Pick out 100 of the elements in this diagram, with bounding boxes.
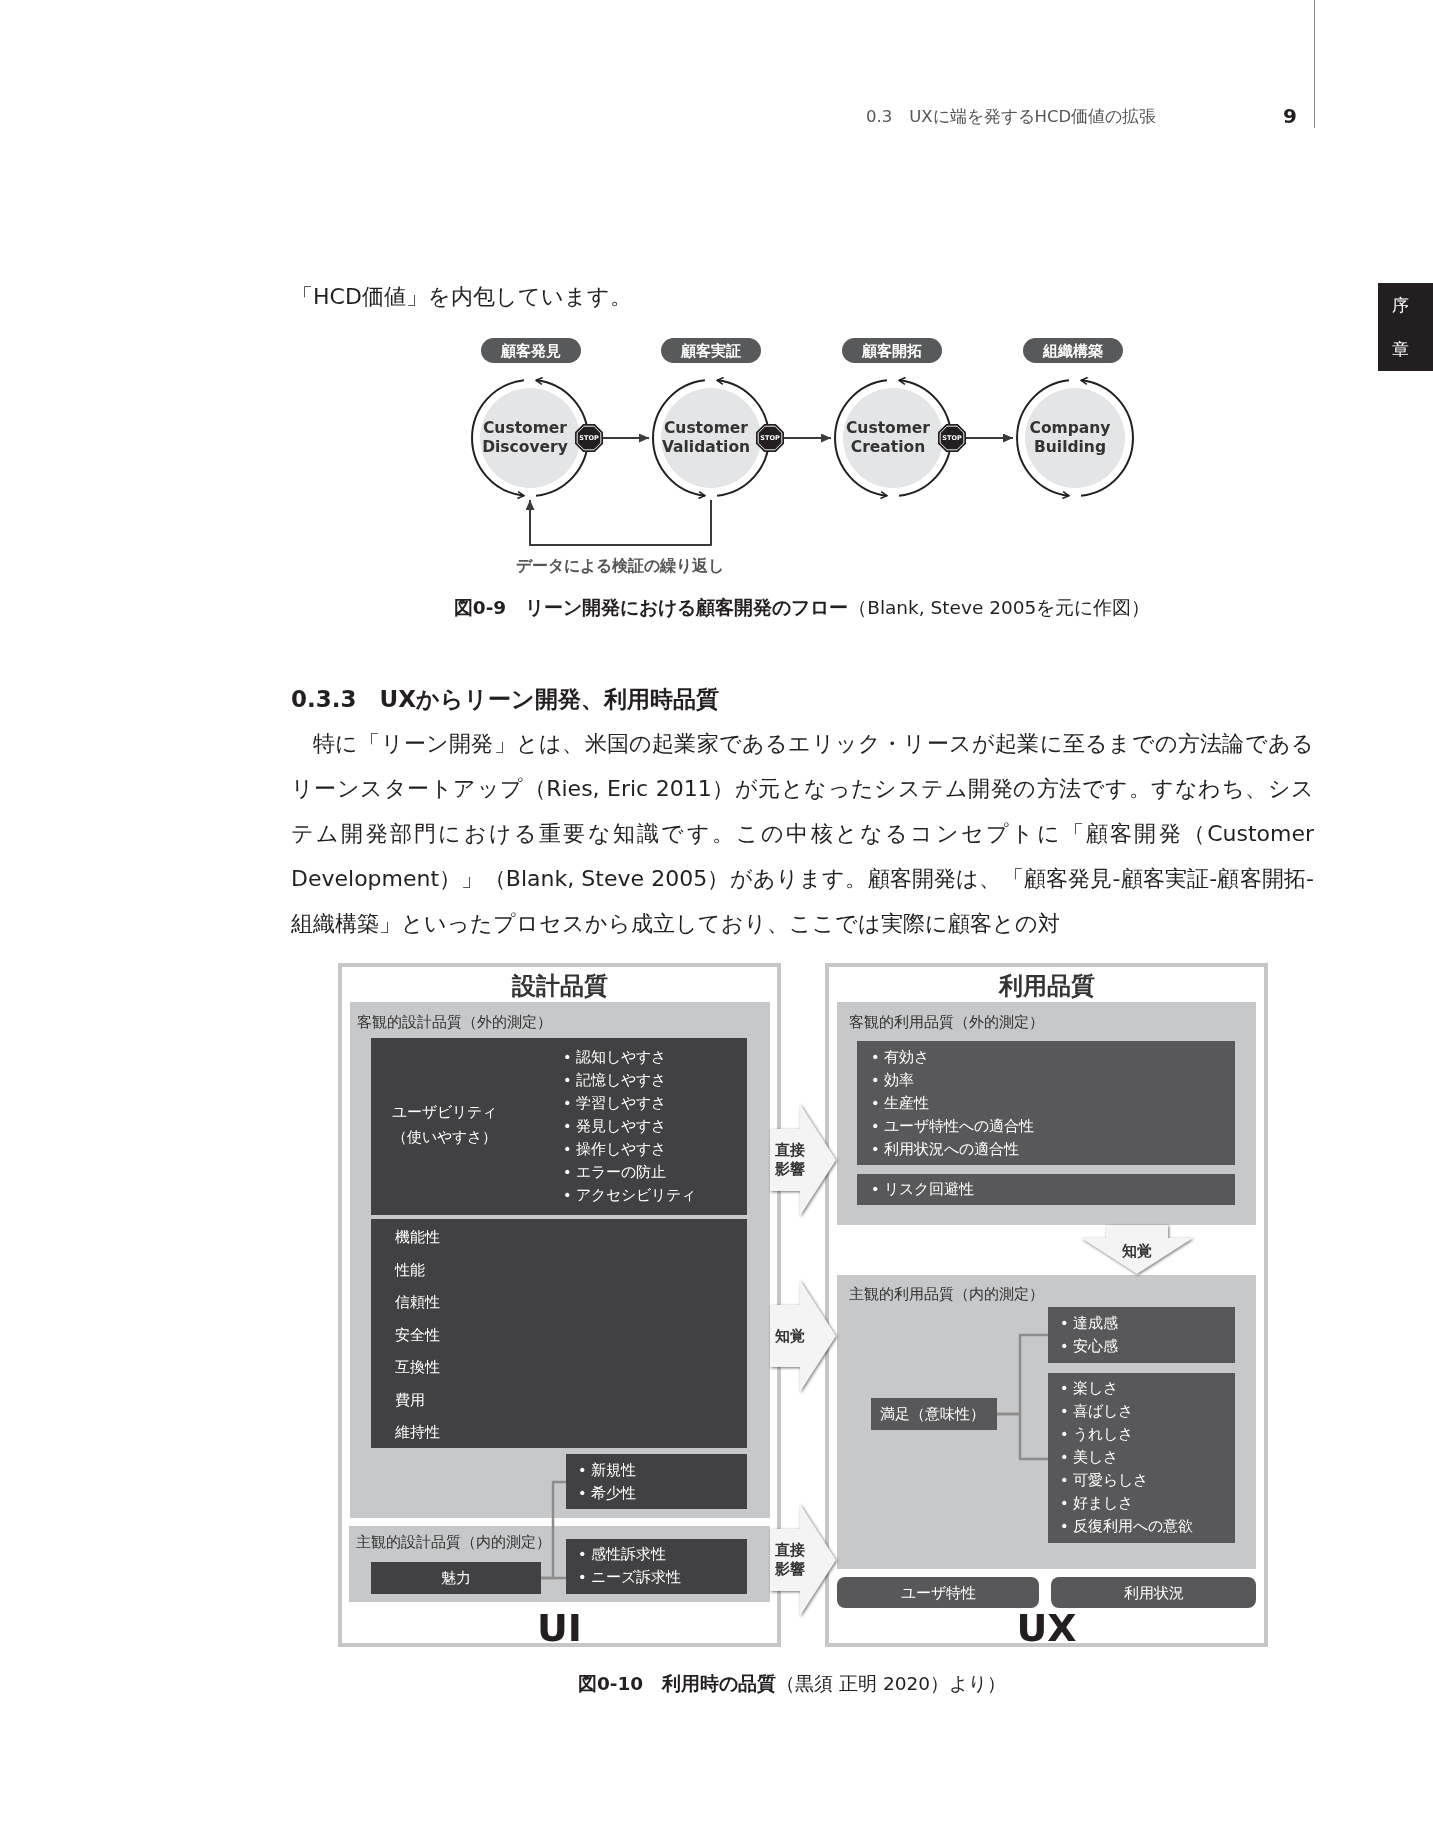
- stage-pill: [842, 338, 942, 363]
- arrow: [965, 433, 1014, 443]
- attribute-label: 利用状況: [1123, 1583, 1184, 1603]
- attribute-box: [566, 1539, 747, 1594]
- block-arrow: [770, 1104, 836, 1216]
- quality-frame: [825, 963, 1268, 1647]
- attribute-box: [371, 1219, 747, 1448]
- stage-label: 顧客発見: [501, 340, 561, 361]
- stage-label: 顧客実証: [681, 340, 741, 361]
- page-number: 9: [1283, 103, 1297, 129]
- arrow: [602, 433, 650, 443]
- attribute-title: ユーザビリティ（使いやすさ）: [392, 1103, 498, 1147]
- stop-sign: [756, 424, 784, 452]
- stage-pill: [1023, 338, 1123, 363]
- section-heading: 0.3.3 UXからリーン開発、利用時品質: [291, 685, 719, 713]
- list-item: • 生産性: [871, 1094, 931, 1113]
- attribute-box: [857, 1041, 1235, 1165]
- list-item: • 反復利用への意欲: [1060, 1517, 1194, 1536]
- edge-label: 知覚: [774, 1326, 806, 1346]
- stage-pill: [661, 338, 761, 363]
- list-item: 機能性: [395, 1228, 440, 1247]
- list-item: • 楽しさ: [1060, 1379, 1120, 1398]
- panel-heading: 主観的設計品質（内的測定）: [356, 1533, 551, 1552]
- list-item: • アクセシビリティ: [563, 1186, 697, 1205]
- frame-heading: 設計品質: [511, 971, 608, 1001]
- list-item: • 達成感: [1060, 1314, 1119, 1333]
- list-item: • 美しさ: [1060, 1448, 1120, 1467]
- attribute-box: [857, 1174, 1235, 1205]
- list-item: • エラーの防止: [563, 1163, 668, 1182]
- attribute-box: [566, 1454, 747, 1509]
- edge-label: 知覚: [1121, 1241, 1153, 1261]
- body-text: 特に「リーン開発」とは、米国の起業家であるエリック・リースが起業に至るまでの方法論であるリーンスタートアップ（Ries, Eric 2011）が元となったシステム開発の方法です。すなわち、システム開発部門における重要な知識です。この中核となるコンセプトに「顧客開発（Customer Development）」（Blank, Steve 2005）があります。顧客開発は、「顧客発見-顧客実証-顧客開拓-組織構築」といったプロセスから成立しており、ここでは実際に顧客との対: [291, 730, 1314, 938]
- block-arrow: [770, 1280, 836, 1392]
- running-header: 0.3 UXに端を発するHCD価値の拡張: [866, 106, 1157, 128]
- list-item: • 効率: [871, 1071, 916, 1090]
- chapter-tab: [1378, 283, 1433, 371]
- attribute-box: [1048, 1307, 1235, 1363]
- arrow: [525, 499, 712, 546]
- list-item: • ニーズ訴求性: [578, 1568, 682, 1587]
- list-item: • 認知しやすさ: [563, 1048, 668, 1067]
- stop-sign: [575, 424, 603, 452]
- list-item: 互換性: [395, 1358, 440, 1377]
- panel-heading: 客観的利用品質（外的測定）: [849, 1013, 1044, 1032]
- list-item: 性能: [395, 1260, 426, 1280]
- list-item: 信頼性: [395, 1293, 440, 1312]
- attribute-label: 魅力: [441, 1569, 471, 1588]
- stage-name: Customer Creation: [846, 419, 930, 457]
- panel-heading: 客観的設計品質（外的測定）: [357, 1013, 552, 1032]
- figure-caption: 図0-10 利用時の品質（黒須 正明 2020）より）: [577, 1672, 1007, 1696]
- list-item: • 好ましさ: [1060, 1494, 1135, 1513]
- attribute-box: [871, 1398, 997, 1430]
- tab-label: 序章: [1391, 294, 1409, 361]
- category-panel: [837, 1002, 1256, 1225]
- list-item: • リスク回避性: [871, 1180, 975, 1199]
- attribute-box: [1048, 1373, 1235, 1543]
- stage-label: 組織構築: [1043, 340, 1103, 361]
- connector-line: [541, 1576, 566, 1580]
- edge-label: 直接影響: [774, 1541, 806, 1579]
- list-item: • 新規性: [578, 1461, 637, 1480]
- list-item: • 学習しやすさ: [563, 1094, 668, 1113]
- stop-sign: [938, 424, 966, 452]
- stage-pill: [481, 338, 581, 363]
- stage-name: Customer Validation: [661, 419, 751, 457]
- list-item: 維持性: [395, 1423, 440, 1442]
- stage-label: 顧客開拓: [862, 340, 922, 361]
- block-arrow: [770, 1504, 836, 1616]
- attribute-box: [837, 1577, 1039, 1608]
- edge-label: 直接影響: [774, 1141, 806, 1179]
- list-item: • 喜ばしさ: [1060, 1402, 1135, 1421]
- attribute-box: [1051, 1577, 1256, 1608]
- list-item: • 可愛らしさ: [1060, 1471, 1150, 1490]
- list-item: • 利用状況への適合性: [871, 1140, 1021, 1159]
- panel-heading: 主観的利用品質（内的測定）: [849, 1285, 1044, 1304]
- list-item: • 希少性: [578, 1484, 637, 1503]
- list-item: • 安心感: [1060, 1337, 1119, 1356]
- list-item: • 操作しやすさ: [563, 1140, 668, 1159]
- list-item: • 発見しやすさ: [563, 1117, 668, 1136]
- list-item: 費用: [395, 1390, 426, 1410]
- attribute-box: [371, 1562, 541, 1594]
- body-text: 「HCD価値」を内包しています。: [291, 283, 632, 311]
- arrow: [783, 433, 832, 443]
- connector-line: [997, 1412, 1048, 1461]
- stage-name: Customer Discovery: [482, 419, 568, 457]
- category-panel: [837, 1275, 1256, 1569]
- list-item: • うれしさ: [1060, 1425, 1135, 1444]
- list-item: • 感性訴求性: [578, 1545, 668, 1564]
- frame-label: UX: [1016, 1609, 1077, 1647]
- frame-heading: 利用品質: [998, 971, 1095, 1001]
- list-item: • ユーザ特性への適合性: [871, 1117, 1035, 1136]
- attribute-box: [371, 1038, 747, 1215]
- attribute-label: ユーザ特性: [900, 1583, 976, 1603]
- list-item: • 記憶しやすさ: [563, 1071, 668, 1090]
- category-panel: [349, 1526, 770, 1602]
- list-item: 安全性: [395, 1325, 440, 1345]
- category-panel: [350, 1002, 770, 1518]
- block-arrow: [1081, 1225, 1193, 1274]
- stage-name: Company Building: [1029, 419, 1111, 457]
- attribute-label: 満足（意味性）: [880, 1405, 985, 1424]
- list-item: • 有効さ: [871, 1048, 931, 1067]
- frame-label: UI: [537, 1609, 582, 1647]
